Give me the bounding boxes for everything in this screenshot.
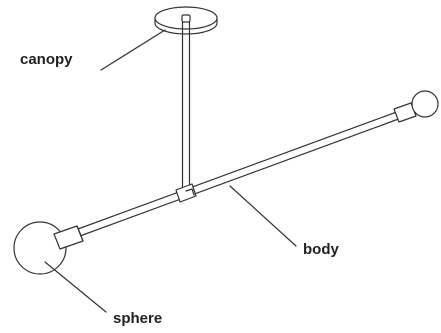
right-socket bbox=[393, 90, 439, 123]
canopy-leader-line bbox=[100, 29, 166, 71]
canopy-part bbox=[154, 6, 218, 35]
body-rod bbox=[77, 109, 405, 237]
body-label: body bbox=[303, 241, 339, 258]
sphere-label: sphere bbox=[113, 310, 163, 327]
center-joint bbox=[175, 183, 197, 203]
stem-rod bbox=[181, 21, 191, 189]
body-leader-line bbox=[229, 185, 297, 247]
sphere-part bbox=[13, 221, 84, 275]
canopy-label: canopy bbox=[20, 51, 73, 68]
sphere-leader-line bbox=[44, 261, 107, 313]
